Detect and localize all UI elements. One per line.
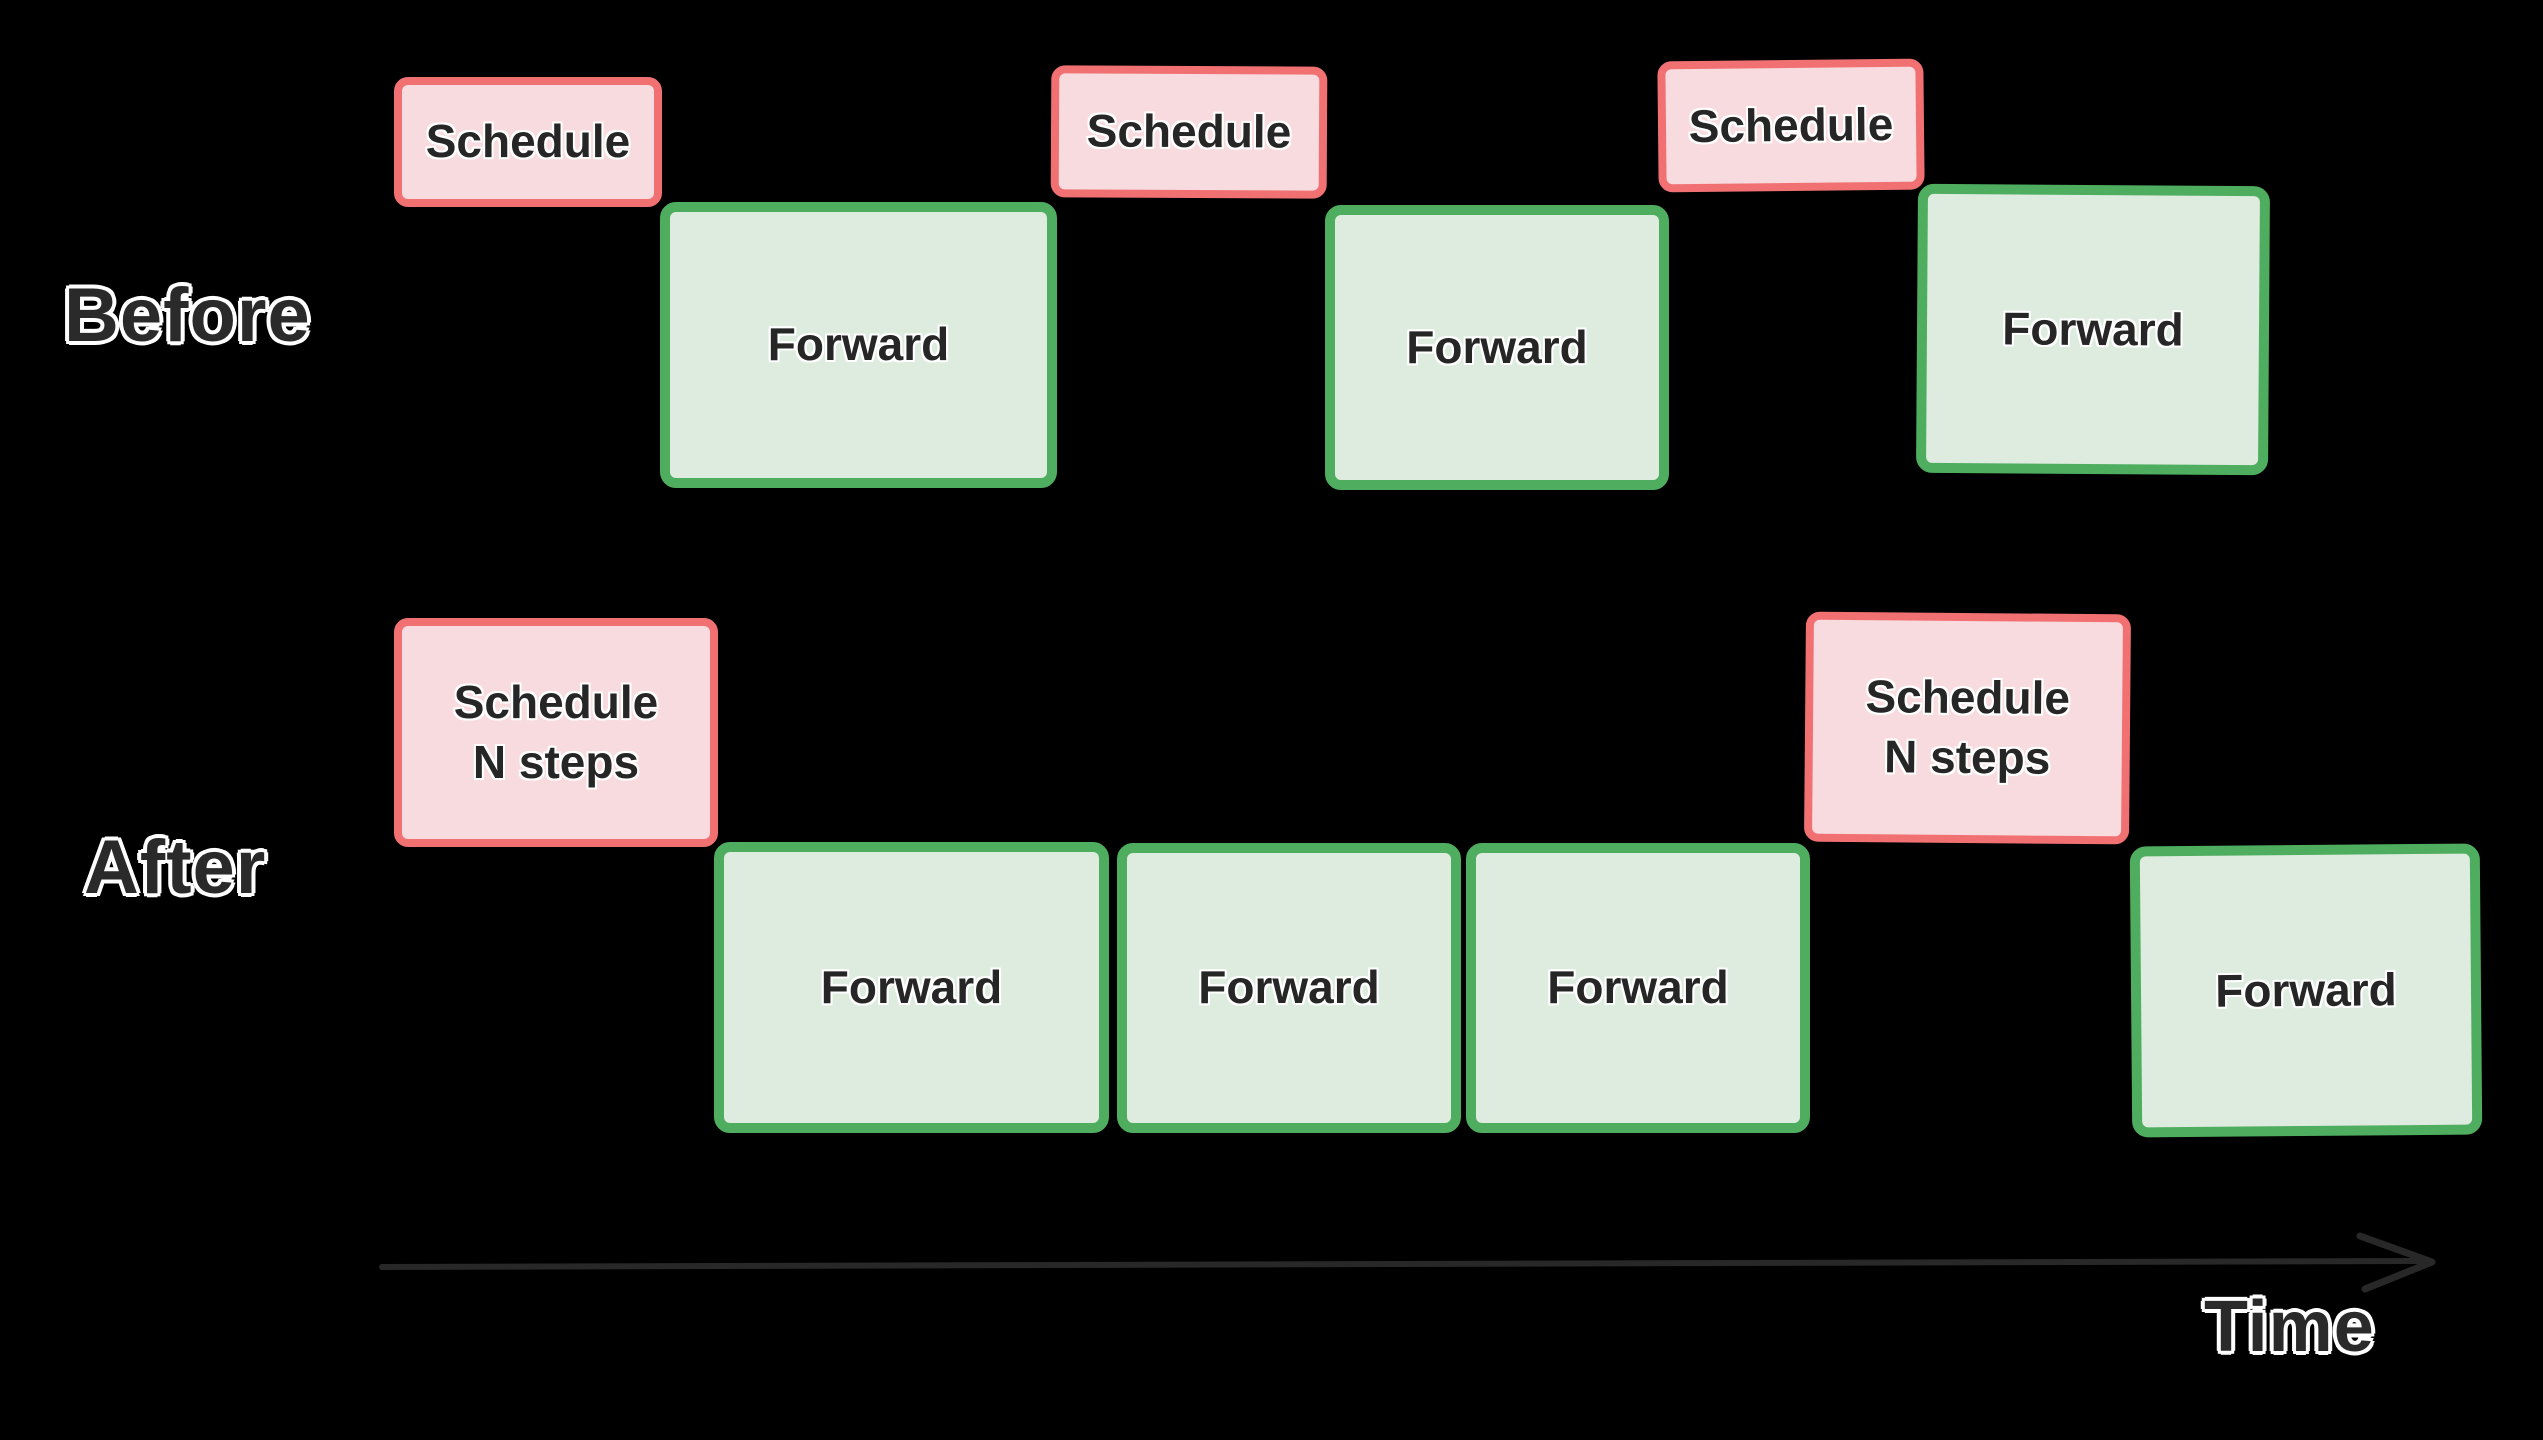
forward-block: Forward: [1325, 205, 1669, 490]
schedule-n-steps-label: Schedule N steps: [1865, 667, 2071, 788]
time-arrowhead-icon: [2356, 1232, 2436, 1293]
schedule-block: Schedule: [1050, 65, 1328, 199]
forward-block-label: Forward: [767, 318, 950, 371]
time-axis-label: Time: [2204, 1287, 2375, 1367]
row-label-before: Before: [64, 273, 311, 358]
schedule-n-steps-line1: Schedule: [1865, 670, 2071, 725]
schedule-n-steps-line2: N steps: [472, 735, 640, 788]
forward-block: Forward: [1117, 843, 1461, 1133]
forward-block: Forward: [714, 842, 1109, 1133]
forward-block-label: Forward: [1198, 961, 1380, 1014]
time-axis-line: [379, 1258, 2425, 1270]
forward-block-label: Forward: [820, 960, 1003, 1013]
forward-block: Forward: [660, 202, 1057, 488]
forward-block-label: Forward: [1547, 961, 1729, 1014]
schedule-n-steps-line2: N steps: [1883, 730, 2051, 784]
time-axis: [379, 1232, 2436, 1293]
forward-block-label: Forward: [1406, 320, 1588, 373]
schedule-n-steps-block: Schedule N steps: [394, 618, 718, 847]
row-label-after: After: [84, 825, 267, 910]
forward-block: Forward: [1915, 183, 2271, 476]
schedule-block-label: Schedule: [1086, 104, 1292, 158]
forward-block: Forward: [2129, 843, 2483, 1138]
schedule-n-steps-line1: Schedule: [453, 675, 659, 728]
schedule-n-steps-label: Schedule N steps: [454, 673, 659, 793]
forward-block: Forward: [1466, 843, 1810, 1133]
schedule-block-label: Schedule: [1688, 97, 1894, 152]
forward-block-label: Forward: [2215, 962, 2397, 1017]
forward-block-label: Forward: [2002, 301, 2184, 356]
schedule-block-label: Schedule: [425, 115, 631, 168]
schedule-n-steps-block: Schedule N steps: [1804, 611, 2131, 845]
schedule-block: Schedule: [394, 77, 662, 207]
schedule-block: Schedule: [1657, 58, 1925, 193]
